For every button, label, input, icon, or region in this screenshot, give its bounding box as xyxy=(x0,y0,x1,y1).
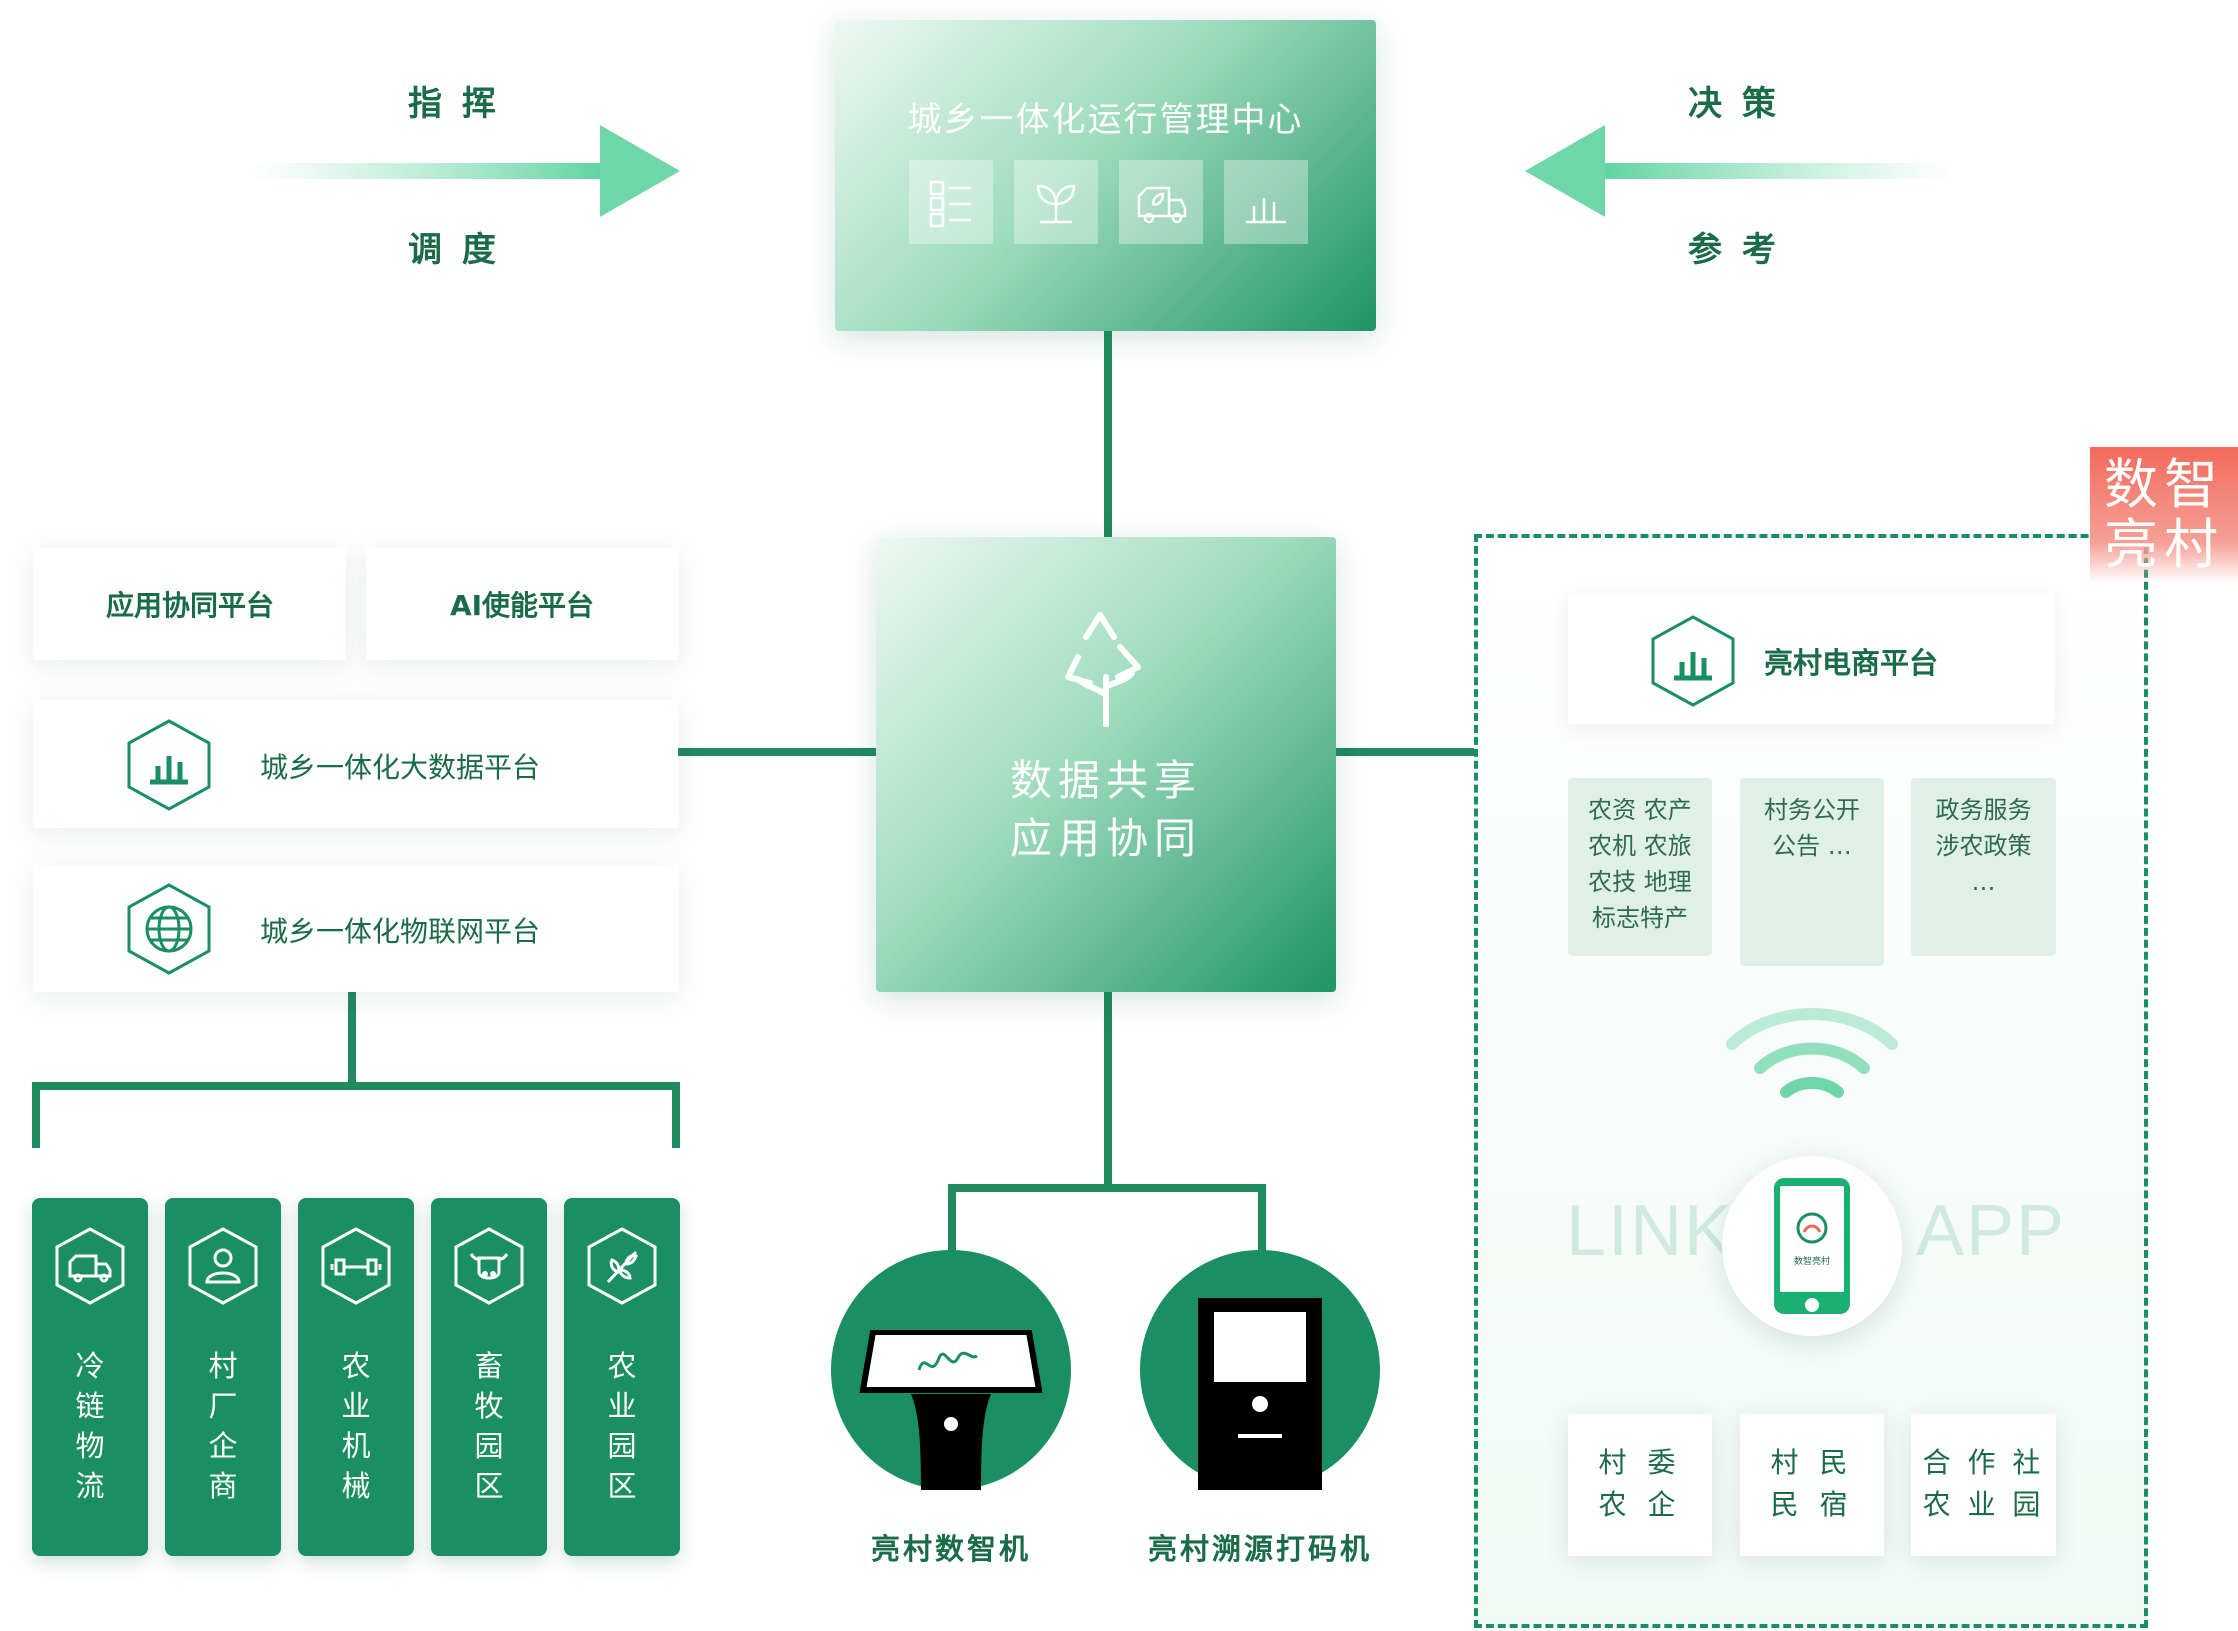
connector-industry-left xyxy=(32,1082,40,1148)
left-arrow-label-bottom: 调 度 xyxy=(408,230,500,270)
bar-chart-hex-icon xyxy=(127,719,211,811)
tab-app-collab-label: 应用协同平台 xyxy=(105,589,274,622)
right-pointing-arrow-icon xyxy=(250,125,680,217)
tab-app-collab-platform[interactable]: 应用协同平台 xyxy=(34,548,346,660)
connector-device-left xyxy=(948,1184,956,1254)
globe-hex-icon xyxy=(127,883,211,975)
connector-right-horizontal xyxy=(1336,748,1476,756)
village-committee-box[interactable]: 村 委 农 企 xyxy=(1568,1414,1712,1556)
list-icon xyxy=(909,160,993,244)
data-sharing-line2: 应用协同 xyxy=(1009,814,1202,863)
smart-kiosk-label: 亮村数智机 xyxy=(870,1532,1031,1566)
industry-livestock-park[interactable]: 畜 牧 园 区 xyxy=(431,1198,547,1556)
leaf-icon xyxy=(587,1227,657,1305)
phone-screen: 数智亮村 xyxy=(1780,1186,1844,1292)
industry-cold-chain[interactable]: 冷 链 物 流 xyxy=(32,1198,148,1556)
villagers-homestay-box[interactable]: 村 民 民 宿 xyxy=(1740,1414,1884,1556)
phone-home-button xyxy=(1805,1298,1819,1312)
wifi-icon xyxy=(1726,1008,1898,1098)
app-logo-icon xyxy=(1796,1212,1828,1244)
machinery-icon xyxy=(321,1227,391,1305)
delivery-truck-icon xyxy=(1119,160,1203,244)
ecommerce-platform-card[interactable]: 亮村电商平台 xyxy=(1568,594,2054,724)
smart-kiosk-circle xyxy=(831,1250,1071,1490)
operation-center-title: 城乡一体化运行管理中心 xyxy=(907,100,1304,140)
bigdata-platform-card[interactable]: 城乡一体化大数据平台 xyxy=(34,700,678,828)
connector-industry-right xyxy=(672,1082,680,1148)
bar-chart-icon xyxy=(1224,160,1308,244)
cooperative-park-box[interactable]: 合 作 社 农 业 园 xyxy=(1911,1414,2056,1556)
smart-village-badge-text: 数智 亮村 xyxy=(2104,453,2224,576)
ecommerce-platform-label: 亮村电商平台 xyxy=(1764,646,1939,680)
agri-products-box[interactable]: 农资 农产 农机 农旅 农技 地理 标志特产 xyxy=(1568,778,1712,956)
recycle-tree-icon xyxy=(1065,612,1141,727)
iot-platform-label: 城乡一体化物联网平台 xyxy=(260,915,541,948)
industry-agri-machinery-label: 农 业 机 械 xyxy=(341,1349,371,1503)
connector-top-vertical xyxy=(1104,331,1112,537)
tab-ai-platform[interactable]: AI使能平台 xyxy=(366,548,678,660)
data-sharing-box: 数据共享 应用协同 xyxy=(876,537,1336,992)
iot-platform-card[interactable]: 城乡一体化物联网平台 xyxy=(34,866,678,992)
tab-ai-label: AI使能平台 xyxy=(449,589,595,622)
connector-left-horizontal xyxy=(678,748,876,756)
industry-village-enterprise[interactable]: 村 厂 企 商 xyxy=(165,1198,281,1556)
app-text: APP xyxy=(1916,1191,2067,1271)
link-text: LINK xyxy=(1566,1191,1735,1271)
truck-icon xyxy=(55,1227,125,1305)
bar-chart-hex-icon xyxy=(1651,615,1735,707)
app-circle: 数智亮村 xyxy=(1722,1156,1902,1336)
bigdata-platform-label: 城乡一体化大数据平台 xyxy=(260,751,541,784)
phone-icon[interactable]: 数智亮村 xyxy=(1774,1178,1850,1314)
left-pointing-arrow-icon xyxy=(1525,125,1955,217)
cow-icon xyxy=(454,1227,524,1305)
smart-village-badge: 数智 亮村 xyxy=(2090,447,2238,583)
connector-bottom-vertical xyxy=(1104,992,1112,1188)
sprout-icon xyxy=(1014,160,1098,244)
industry-village-enterprise-label: 村 厂 企 商 xyxy=(208,1349,238,1503)
right-arrow-label-bottom: 参 考 xyxy=(1688,230,1780,270)
trace-printer-circle xyxy=(1140,1250,1380,1490)
connector-device-horizontal xyxy=(948,1184,1266,1192)
trace-printer-icon xyxy=(1198,1298,1322,1490)
industry-livestock-park-label: 畜 牧 园 区 xyxy=(474,1349,504,1503)
right-arrow-label-top: 决 策 xyxy=(1688,84,1780,124)
village-affairs-box[interactable]: 村务公开 公告 … xyxy=(1740,778,1884,966)
data-sharing-line1: 数据共享 xyxy=(1009,756,1202,805)
trace-printer-label: 亮村溯源打码机 xyxy=(1147,1532,1372,1566)
smart-kiosk-icon xyxy=(859,1330,1043,1490)
connector-device-right xyxy=(1258,1184,1266,1254)
industry-agri-park[interactable]: 农 业 园 区 xyxy=(564,1198,680,1556)
industry-agri-machinery[interactable]: 农 业 机 械 xyxy=(298,1198,414,1556)
person-icon xyxy=(188,1227,258,1305)
gov-services-box[interactable]: 政务服务 涉农政策 … xyxy=(1911,778,2056,956)
app-brand-text: 数智亮村 xyxy=(1793,1257,1830,1267)
connector-industry-bar xyxy=(32,1082,680,1090)
industry-cold-chain-label: 冷 链 物 流 xyxy=(75,1349,105,1503)
left-arrow-label-top: 指 挥 xyxy=(408,84,500,124)
operation-center-box: 城乡一体化运行管理中心 xyxy=(835,20,1376,331)
connector-left-down xyxy=(348,992,356,1084)
industry-agri-park-label: 农 业 园 区 xyxy=(607,1349,637,1503)
